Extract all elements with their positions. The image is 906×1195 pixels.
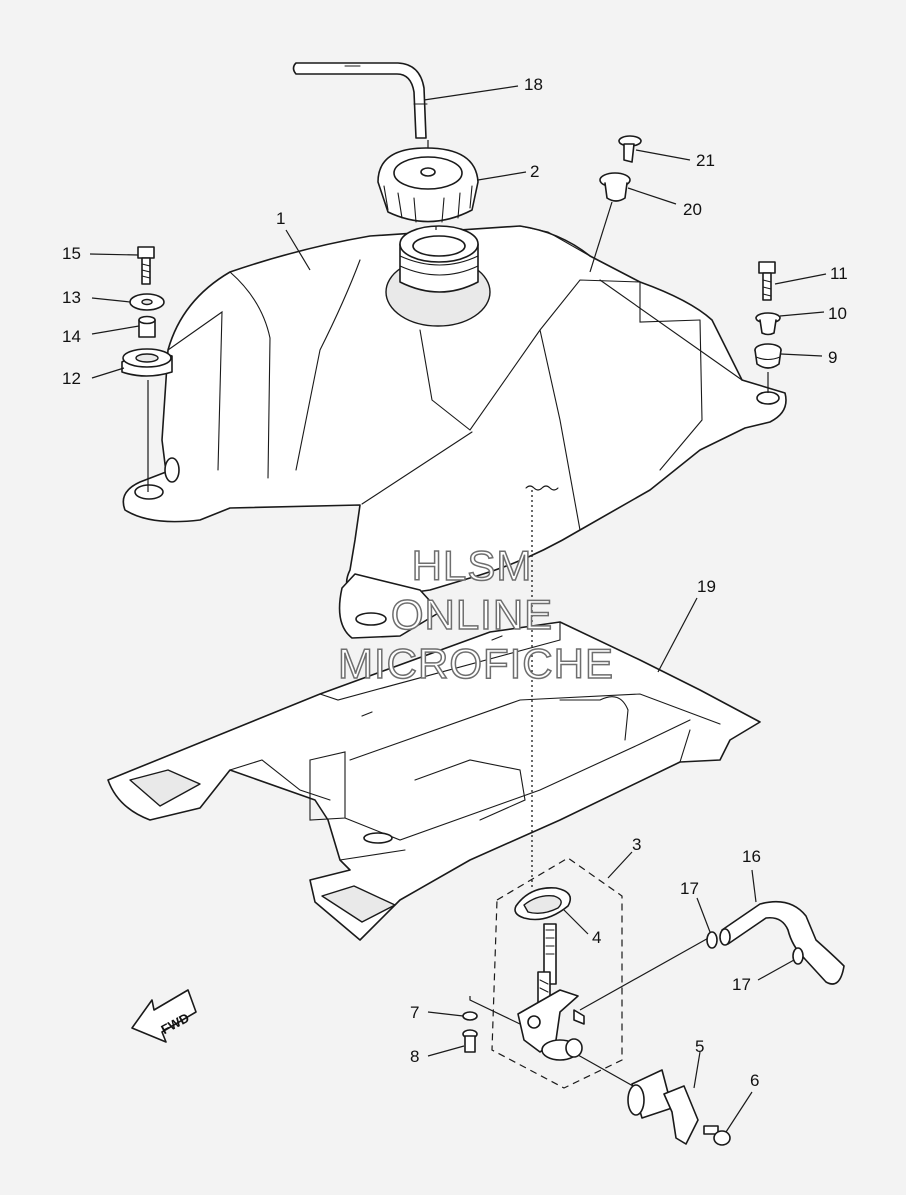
callout-19[interactable]: 19	[697, 577, 716, 596]
callout-16[interactable]: 16	[742, 847, 761, 866]
fuel-cap-part[interactable]	[377, 147, 479, 223]
watermark-line-1: HLSM	[412, 542, 533, 589]
callout-13[interactable]: 13	[62, 288, 81, 307]
leader-lines	[89, 85, 827, 1133]
bolt-part-15[interactable]	[137, 246, 155, 285]
forward-direction-badge: FWD	[131, 989, 197, 1043]
callout-2[interactable]: 2	[530, 162, 539, 181]
grommet-part-12[interactable]	[121, 348, 173, 377]
watermark-line-3: MICROFICHE	[338, 640, 614, 687]
bolt-part-11[interactable]	[758, 261, 776, 301]
screw-part-21[interactable]	[618, 135, 642, 163]
fuel-tank-part[interactable]	[122, 225, 787, 601]
cover-part-19[interactable]	[107, 621, 761, 941]
callout-14[interactable]: 14	[62, 327, 81, 346]
gasket-part-4[interactable]	[514, 887, 572, 921]
callout-7[interactable]: 7	[410, 1003, 419, 1022]
callout-10[interactable]: 10	[828, 304, 847, 323]
callout-17-lower[interactable]: 17	[732, 975, 751, 994]
clip-part-17-upper[interactable]	[706, 931, 718, 949]
grommet-part-9[interactable]	[754, 343, 782, 369]
screw-part-6[interactable]	[703, 1125, 731, 1146]
collar-part-14[interactable]	[138, 315, 156, 338]
callout-15[interactable]: 15	[62, 244, 81, 263]
callout-11[interactable]: 11	[830, 264, 848, 283]
callout-9[interactable]: 9	[828, 348, 837, 367]
watermark: HLSM ONLINE MICROFICHE	[337, 541, 614, 688]
callout-17-upper[interactable]: 17	[680, 879, 699, 898]
callout-6[interactable]: 6	[750, 1071, 759, 1090]
callout-3[interactable]: 3	[632, 835, 641, 854]
callout-20[interactable]: 20	[683, 200, 702, 219]
tank-rear-mount	[338, 573, 441, 639]
watermark-line-2: ONLINE	[391, 591, 553, 638]
breather-hose-part[interactable]	[292, 62, 428, 139]
callout-4[interactable]: 4	[592, 928, 601, 947]
lever-part-5[interactable]	[627, 1069, 699, 1145]
callout-21[interactable]: 21	[696, 151, 715, 170]
washer-part-13[interactable]	[129, 293, 165, 311]
fuel-hose-part[interactable]	[719, 900, 845, 985]
callout-18[interactable]: 18	[524, 75, 543, 94]
damper-part-20[interactable]	[599, 172, 631, 202]
washer-part-7[interactable]	[462, 1011, 478, 1021]
callout-1[interactable]: 1	[276, 209, 285, 228]
fuel-cock-part[interactable]	[491, 485, 713, 1091]
collar-part-10[interactable]	[755, 312, 781, 336]
callouts: 18 2 1 21 20 15 13 14 12 11 10 9 19 3 4 …	[62, 75, 848, 1090]
screw-part-8[interactable]	[462, 1029, 478, 1053]
clip-part-17-lower[interactable]	[792, 947, 804, 965]
callout-8[interactable]: 8	[410, 1047, 419, 1066]
callout-5[interactable]: 5	[695, 1037, 704, 1056]
callout-12[interactable]: 12	[62, 369, 81, 388]
